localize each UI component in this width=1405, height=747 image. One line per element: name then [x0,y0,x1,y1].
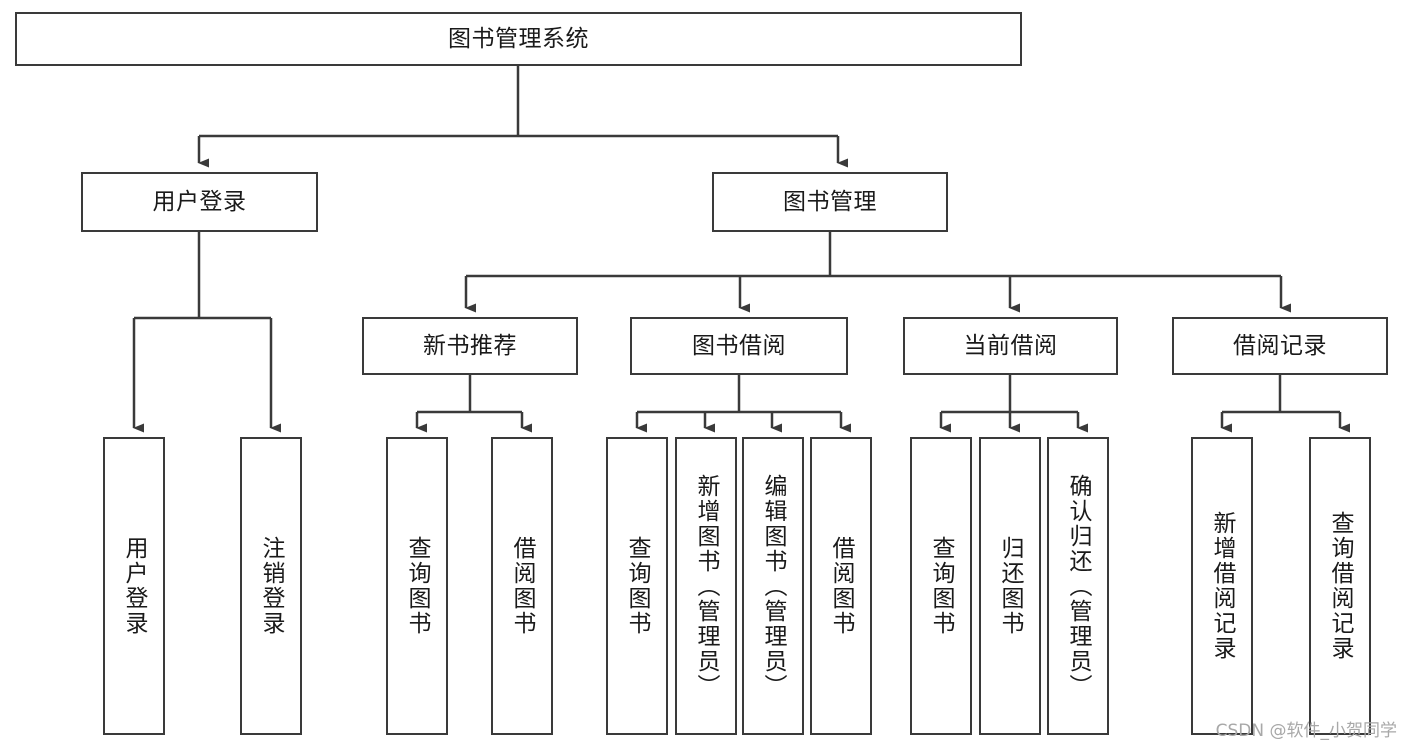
node-label: 查询图书 [404,536,431,636]
node-label: 确认归还（管理员） [1065,473,1092,699]
node-label: 当前借阅 [963,332,1058,359]
node-label: 图书借阅 [692,332,786,359]
node-leaf-edit-book[interactable]: 编辑图书（管理员） [742,437,804,735]
csdn-watermark: CSDN @软件_小贺同学 [1215,721,1397,741]
node-label: 借阅图书 [828,536,855,636]
node-label: 图书管理 [783,188,877,215]
node-leaf-add-borrow-record[interactable]: 新增借阅记录 [1191,437,1253,735]
node-user-login[interactable]: 用户登录 [81,172,318,232]
node-leaf-confirm-return[interactable]: 确认归还（管理员） [1047,437,1109,735]
node-label: 编辑图书（管理员） [760,473,787,699]
node-leaf-add-book[interactable]: 新增图书（管理员） [675,437,737,735]
node-new-book-recommend[interactable]: 新书推荐 [362,317,578,375]
node-leaf-query-book-borrow[interactable]: 查询图书 [606,437,668,735]
node-label: 图书管理系统 [448,25,589,52]
node-book-borrow[interactable]: 图书借阅 [630,317,848,375]
node-label: 新书推荐 [423,332,517,359]
node-label: 借阅记录 [1233,332,1327,359]
node-borrow-record[interactable]: 借阅记录 [1172,317,1388,375]
node-root-book-management-system[interactable]: 图书管理系统 [15,12,1022,66]
node-label: 注销登录 [258,536,285,636]
node-leaf-query-book-recommend[interactable]: 查询图书 [386,437,448,735]
node-leaf-borrow-book[interactable]: 借阅图书 [810,437,872,735]
node-label: 查询图书 [928,536,955,636]
node-current-borrow[interactable]: 当前借阅 [903,317,1118,375]
node-label: 归还图书 [997,536,1024,636]
node-label: 查询借阅记录 [1327,511,1354,661]
node-leaf-return-book[interactable]: 归还图书 [979,437,1041,735]
node-label: 查询图书 [624,536,651,636]
node-label: 用户登录 [121,536,148,636]
node-leaf-query-book-current[interactable]: 查询图书 [910,437,972,735]
node-leaf-borrow-book-recommend[interactable]: 借阅图书 [491,437,553,735]
node-leaf-query-borrow-record[interactable]: 查询借阅记录 [1309,437,1371,735]
node-label: 借阅图书 [509,536,536,636]
node-label: 新增图书（管理员） [693,473,720,699]
node-leaf-user-login[interactable]: 用户登录 [103,437,165,735]
node-book-management[interactable]: 图书管理 [712,172,948,232]
node-leaf-logout-login[interactable]: 注销登录 [240,437,302,735]
node-label: 用户登录 [152,188,247,215]
node-label: 新增借阅记录 [1209,511,1236,661]
